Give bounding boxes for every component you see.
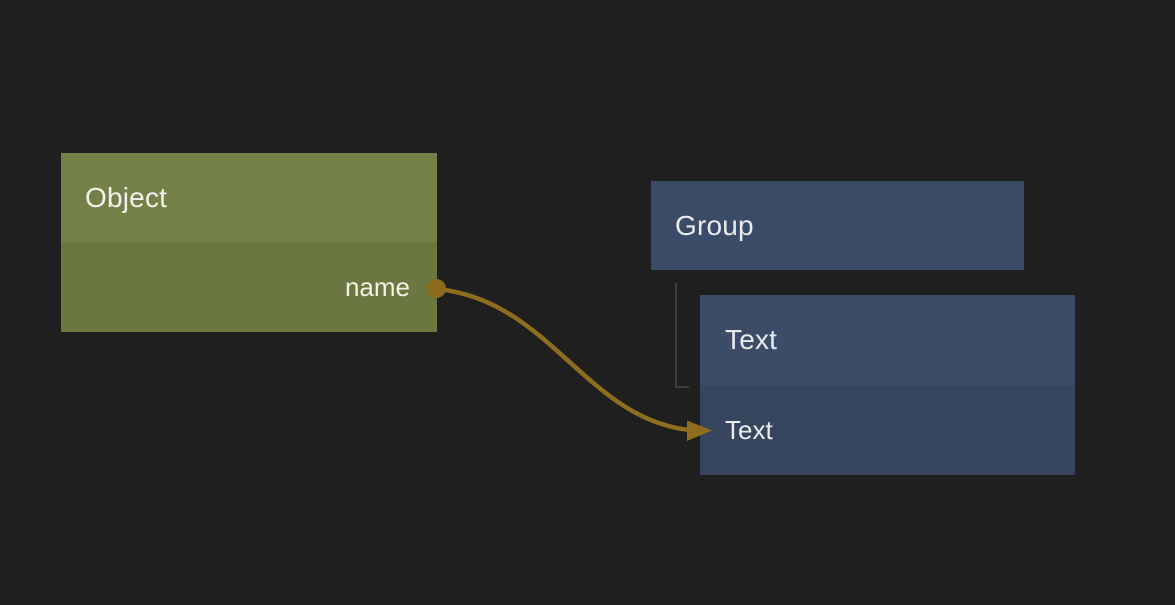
node-object[interactable]: Object name [61,153,437,332]
node-text[interactable]: Text Text [700,295,1075,475]
node-group[interactable]: Group [651,181,1024,270]
node-object-title: Object [85,181,168,213]
tree-connector-line [675,283,689,388]
node-text-header[interactable]: Text [700,295,1075,385]
node-text-title: Text [725,324,778,355]
field-label-name: name [344,271,410,302]
node-group-header[interactable]: Group [651,181,1024,270]
field-label-text: Text [725,414,773,445]
node-group-title: Group [675,209,754,241]
node-object-header[interactable]: Object [61,153,437,242]
edge-object-name-to-text[interactable] [434,286,692,433]
node-text-body: Text [700,385,1075,475]
node-object-body: name [61,242,437,332]
